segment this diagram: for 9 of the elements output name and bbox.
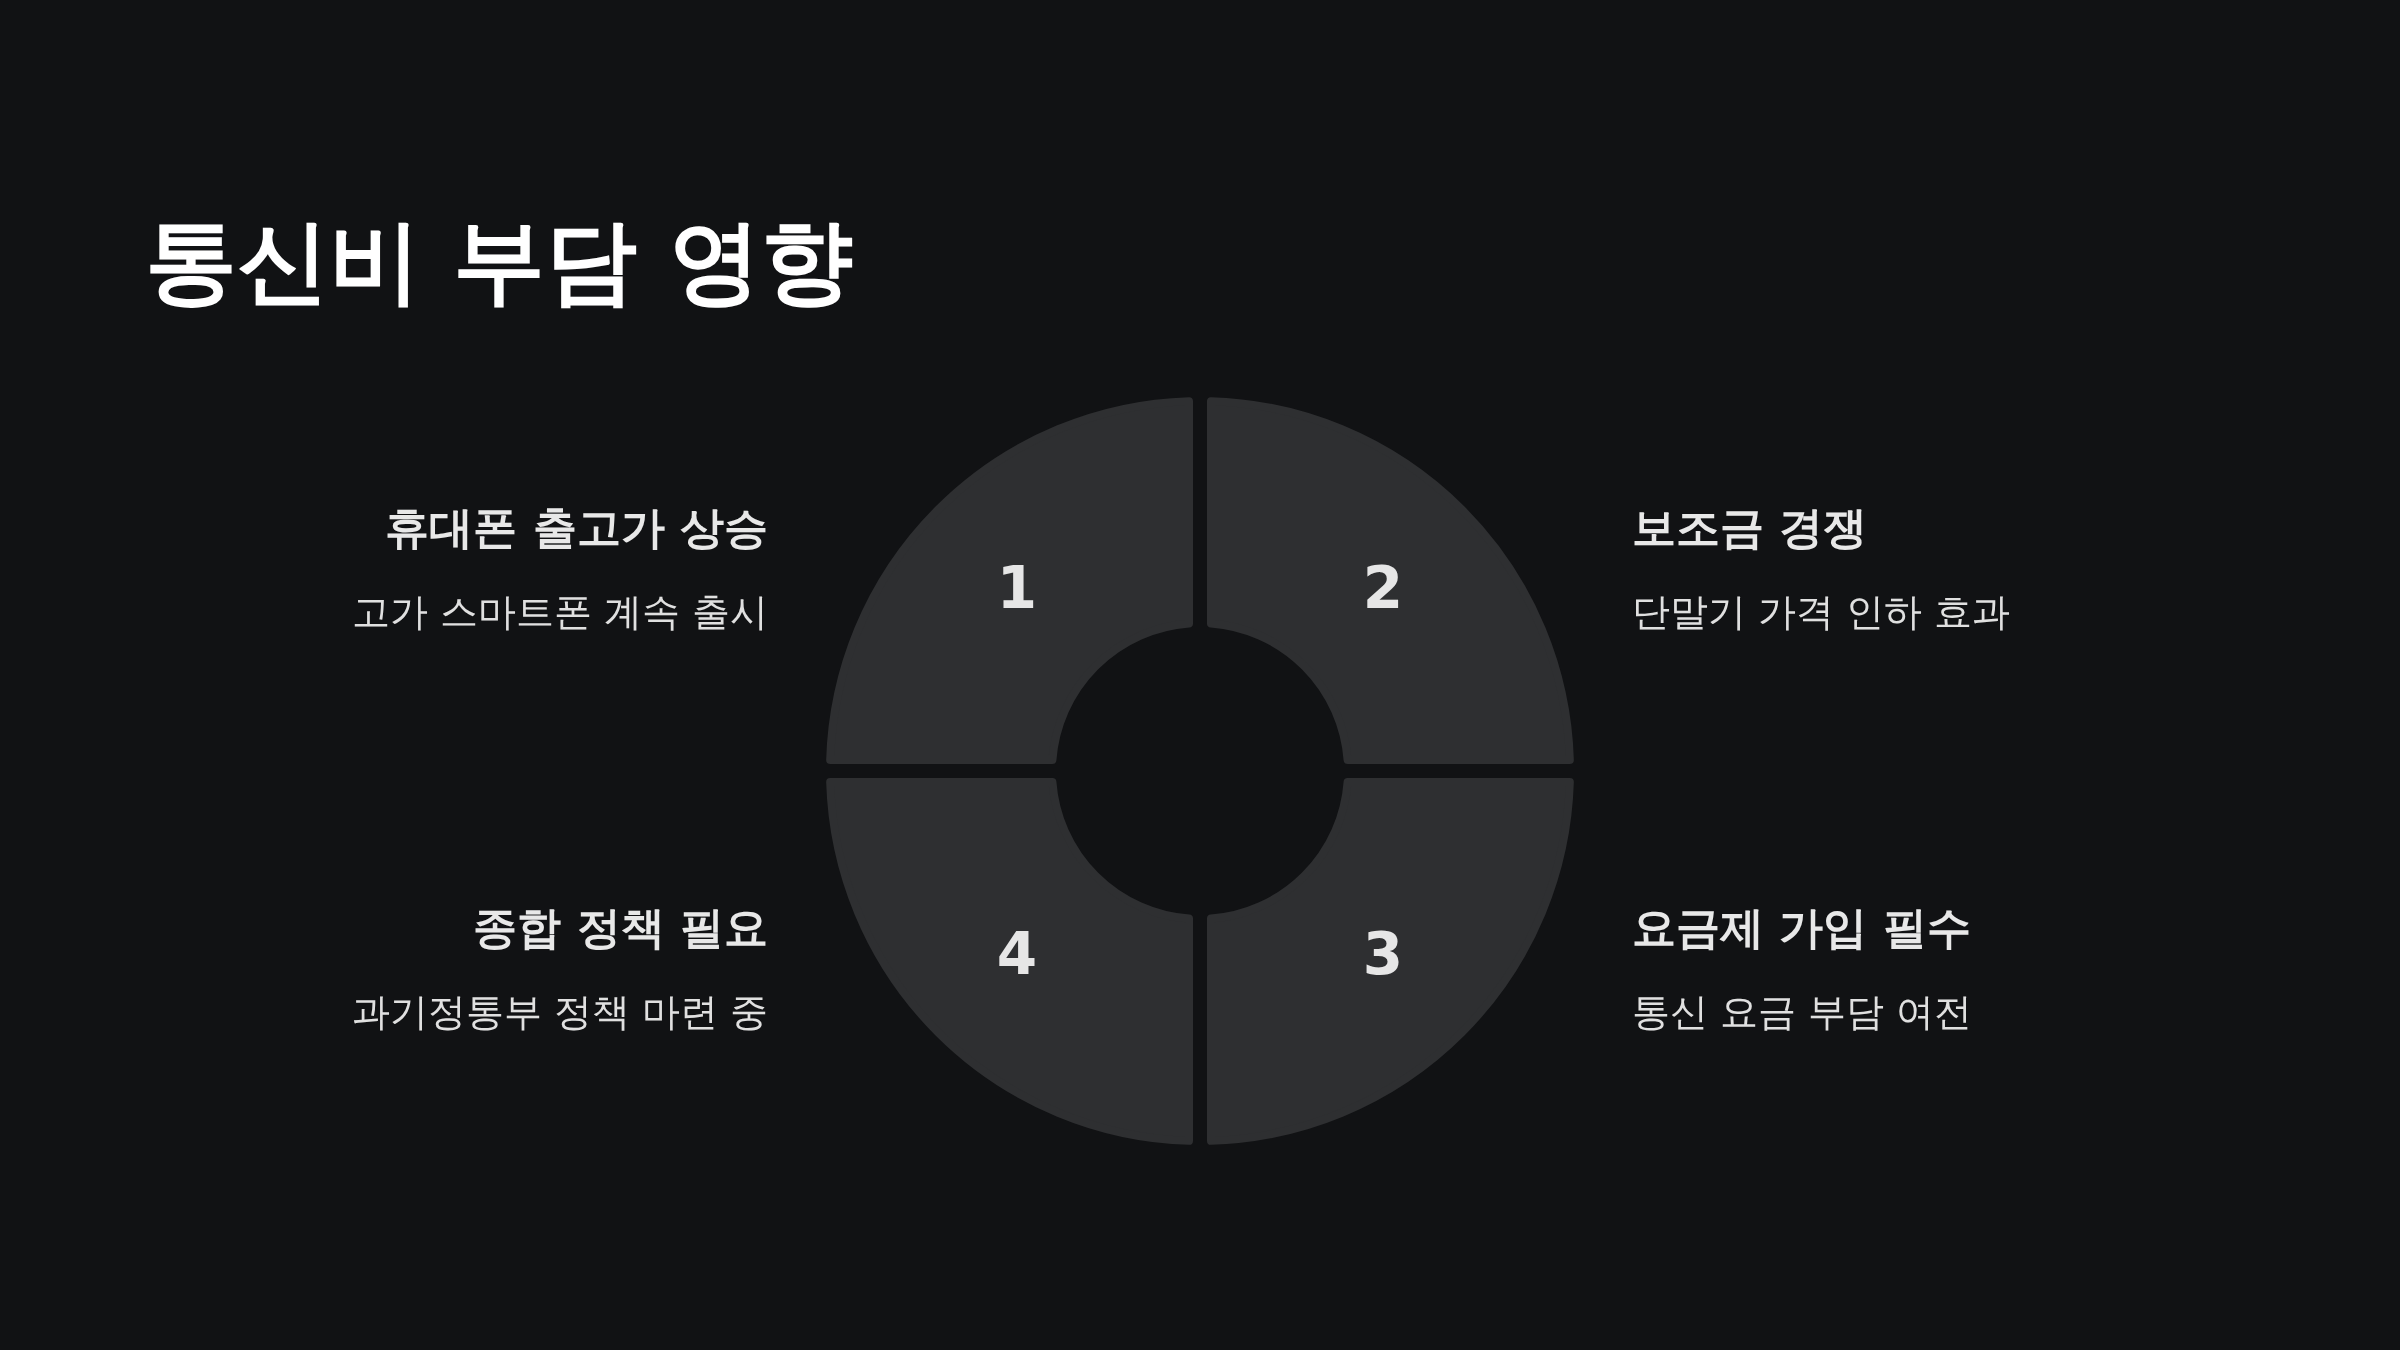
item-heading: 휴대폰 출고가 상승 (385, 500, 768, 555)
item-description: 과기정통부 정책 마련 중 (351, 988, 768, 1036)
item-heading: 종합 정책 필요 (473, 900, 768, 955)
item-heading: 보조금 경쟁 (1632, 500, 1868, 555)
item-description: 단말기 가격 인하 효과 (1632, 588, 2011, 636)
item-heading: 요금제 가입 필수 (1632, 900, 1971, 955)
title: 통신비 부담 영향 (145, 207, 854, 317)
item-description: 고가 스마트폰 계속 출시 (351, 588, 768, 636)
item-description: 통신 요금 부담 여전 (1632, 988, 1973, 1036)
